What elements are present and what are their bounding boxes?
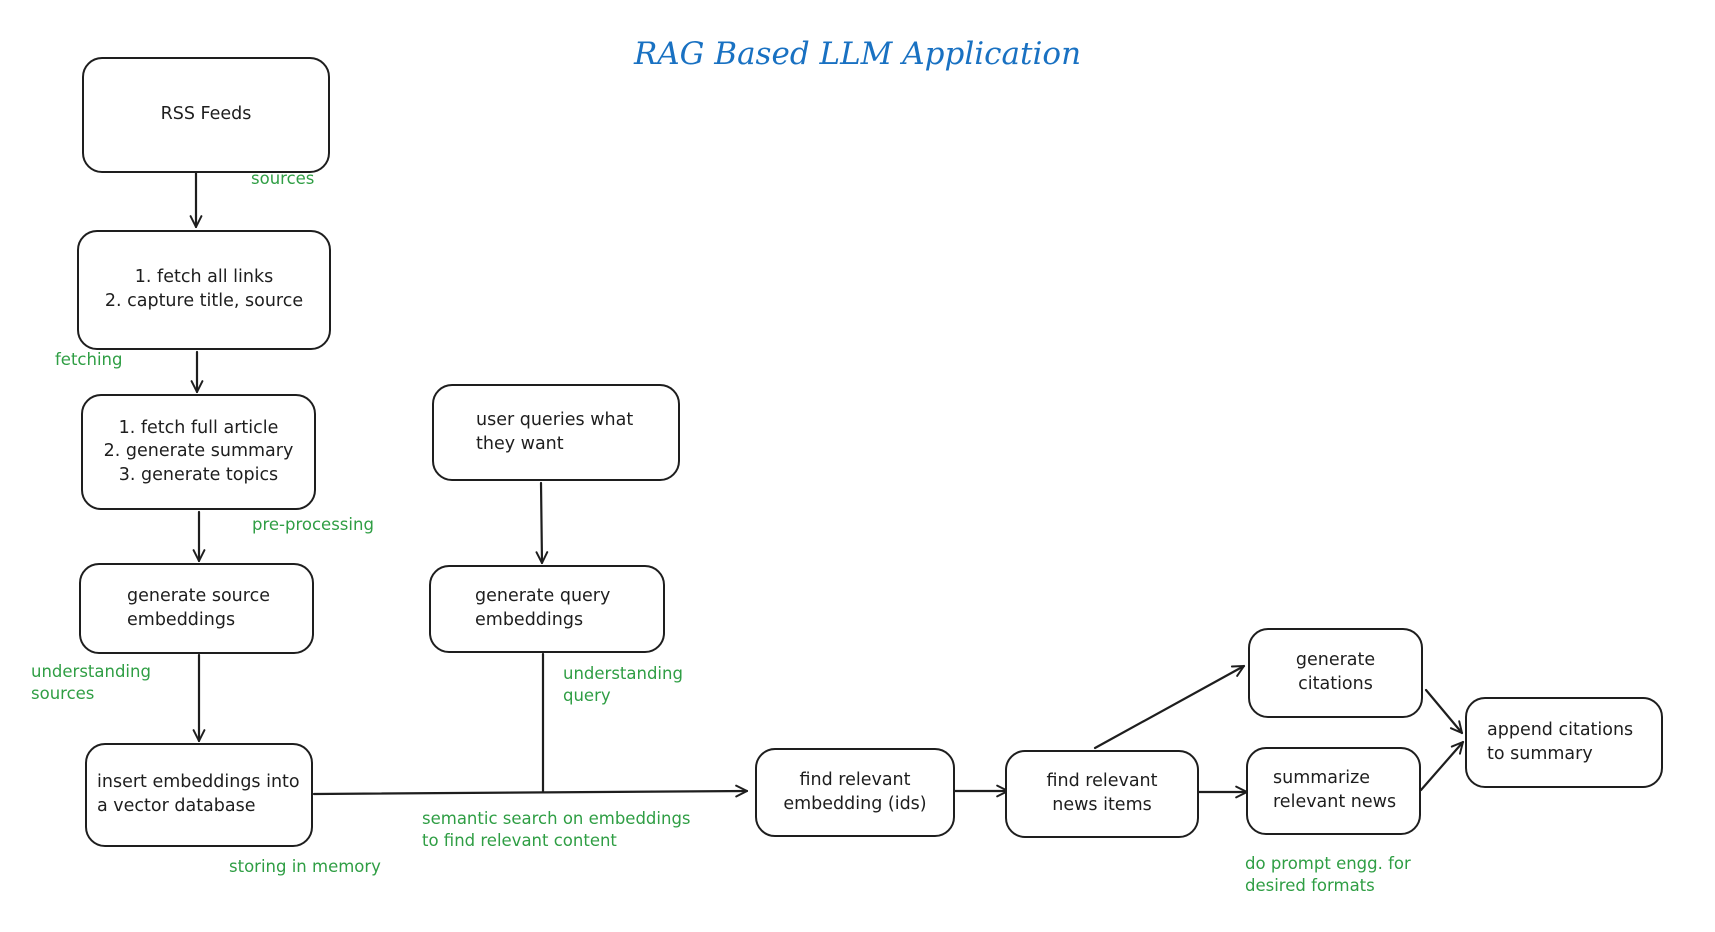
rss-feeds-node-line-1: RSS Feeds: [160, 104, 252, 125]
annotation-sources-line-1: sources: [251, 169, 315, 188]
query-embeddings-node: generate query embeddings: [429, 565, 665, 653]
annotation-understanding-query: understanding query: [563, 663, 683, 708]
insert-embeddings-node: insert embeddings into a vector database: [85, 743, 313, 847]
annotation-prompt-engg: do prompt engg. for desired formats: [1245, 853, 1411, 898]
generate-citations-node: generate citations: [1248, 628, 1423, 718]
annotation-prompt-engg-line-2: desired formats: [1245, 876, 1375, 896]
annotation-understanding-sources: understanding sources: [31, 661, 151, 706]
annotation-semantic-search-line-2: to find relevant content: [422, 831, 617, 851]
annotation-understanding-query-line-2: query: [563, 686, 611, 706]
annotation-storing-in-memory-line-1: storing in memory: [229, 857, 381, 876]
fetch-links-node: 1. fetch all links 2. capture title, sour…: [77, 230, 331, 350]
fetch-links-node-line-2: 2. capture title, source: [104, 291, 304, 311]
arrow-vector-db-to-find-embedding: [312, 784, 749, 798]
append-citations-node: append citations to summary: [1465, 697, 1663, 788]
query-embeddings-node-line-2: embeddings: [475, 610, 584, 630]
fetch-article-node-line-3: 3. generate topics: [118, 464, 279, 485]
fetch-links-node-line-1: 1. fetch all links: [134, 267, 274, 288]
fetch-article-node-line-1: 1. fetch full article: [118, 417, 279, 438]
annotation-fetching-line-1: fetching: [55, 350, 123, 369]
summarize-news-node-line-2: relevant news: [1273, 792, 1397, 812]
diagram-title: RAG Based LLM Application: [633, 36, 1082, 72]
source-embeddings-node-line-2: embeddings: [127, 609, 236, 630]
user-queries-node: user queries what they want: [432, 384, 680, 481]
annotation-pre-processing: pre-processing: [252, 514, 374, 536]
insert-embeddings-node-line-2: a vector database: [97, 796, 256, 816]
insert-embeddings-node-line-1: insert embeddings into: [97, 772, 300, 793]
find-news-node-line-1: find relevant: [1046, 771, 1158, 792]
annotation-storing-in-memory: storing in memory: [229, 856, 381, 878]
generate-citations-node-line-2: citations: [1298, 674, 1373, 694]
annotation-prompt-engg-line-1: do prompt engg. for: [1245, 854, 1411, 873]
source-embeddings-node: generate source embeddings: [79, 563, 314, 654]
user-queries-node-line-1: user queries what: [476, 409, 634, 430]
find-news-node-line-2: news items: [1052, 795, 1152, 815]
user-queries-node-line-2: they want: [476, 433, 564, 454]
find-news-node: find relevant news items: [1005, 750, 1199, 838]
annotation-semantic-search: semantic search on embeddings to find rel…: [422, 808, 691, 853]
arrow-summarize-to-append: [1419, 740, 1465, 792]
annotation-semantic-search-line-1: semantic search on embeddings: [422, 809, 691, 828]
summarize-news-node: summarize relevant news: [1246, 747, 1421, 835]
annotation-fetching: fetching: [55, 349, 122, 371]
summarize-news-node-line-1: summarize: [1273, 768, 1371, 789]
fetch-article-node: 1. fetch full article 2. generate summary…: [81, 394, 316, 510]
annotation-sources: sources: [251, 168, 314, 190]
find-embedding-node-line-1: find relevant: [799, 769, 911, 790]
annotation-understanding-query-line-1: understanding: [563, 664, 683, 683]
append-citations-node-line-1: append citations: [1487, 719, 1634, 740]
arrow-citations-to-append: [1424, 688, 1464, 735]
query-embeddings-node-line-1: generate query: [475, 586, 611, 607]
generate-citations-node-line-1: generate: [1295, 650, 1376, 671]
arrow-find-news-to-citations: [1093, 664, 1246, 750]
annotation-pre-processing-line-1: pre-processing: [252, 515, 374, 534]
rss-feeds-node: RSS Feeds: [82, 57, 330, 173]
annotation-understanding-sources-line-1: understanding: [31, 662, 151, 681]
find-embedding-node-line-2: embedding (ids): [783, 793, 927, 814]
annotation-understanding-sources-line-2: sources: [31, 684, 95, 704]
source-embeddings-node-line-1: generate source: [127, 585, 270, 606]
arrow-user-queries-to-query-embeddings: [535, 481, 549, 565]
find-embedding-node: find relevant embedding (ids): [755, 748, 955, 837]
fetch-article-node-line-2: 2. generate summary: [103, 441, 294, 462]
append-citations-node-line-2: to summary: [1487, 743, 1593, 764]
